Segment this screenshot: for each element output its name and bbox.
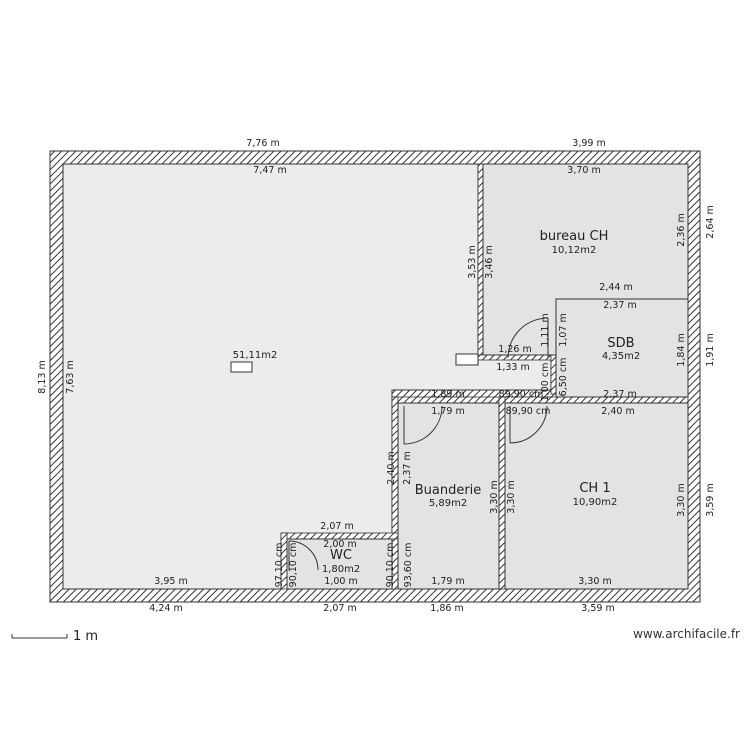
dim-door-top-b: 89,90 cm <box>506 406 551 417</box>
dim-wc-right-b: 93,60 cm <box>403 543 414 588</box>
dim-left-inner: 7,63 m <box>65 360 76 393</box>
door-bureau <box>507 317 549 359</box>
dim-buanderie-left-outer: 2,40 m <box>386 451 397 484</box>
dim-door-top-a: 89,90 cm <box>499 389 544 400</box>
door-ch1 <box>509 405 548 444</box>
dim-ch1-bottom: 3,30 m <box>578 576 611 587</box>
sdb-area-label: 4,35m2 <box>602 351 640 362</box>
watermark-text: www.archifacile.fr <box>633 627 740 641</box>
dim-sdb-bottom: 2,37 m <box>603 389 636 400</box>
dim-right-inner-bot: 3,30 m <box>676 483 687 516</box>
dim-bottom-3: 1,86 m <box>430 603 463 614</box>
ch1-name-label: CH 1 <box>579 481 610 496</box>
dim-bottom-2: 2,07 m <box>323 603 356 614</box>
dim-buanderie-left-inner: 2,37 m <box>402 451 413 484</box>
sdb-name-label: SDB <box>607 336 634 351</box>
door-buanderie <box>403 405 443 445</box>
ch1-area-label: 10,90m2 <box>573 497 618 508</box>
bureau-name-label: bureau CH <box>540 229 609 244</box>
bureau-area-label: 10,12m2 <box>552 245 597 256</box>
sdb-floor <box>555 298 689 398</box>
wc-area-label: 1,80m2 <box>322 564 360 575</box>
dim-right-outer-bot: 3,59 m <box>705 483 716 516</box>
dim-top-outer-left: 7,76 m <box>246 138 279 149</box>
fixture-main <box>230 361 253 373</box>
buanderie-name-label: Buanderie <box>415 483 482 498</box>
dim-right-outer-top: 2,64 m <box>705 205 716 238</box>
dim-sdb-top-inner: 2,37 m <box>603 300 636 311</box>
dim-wc-left-a: 97,10 cm <box>274 543 285 588</box>
dim-bottom-1: 4,24 m <box>149 603 182 614</box>
scale-bar <box>11 634 68 639</box>
dim-door-sdb: 1,00 cm <box>540 363 551 402</box>
dim-top-outer-right: 3,99 m <box>572 138 605 149</box>
fixture-bureau <box>455 353 479 366</box>
dim-sdb-left-a: 1,11 m <box>540 313 551 346</box>
dim-bottom-4: 3,59 m <box>581 603 614 614</box>
dim-ch1-left-b: 3,30 m <box>506 480 517 513</box>
dim-wc-top-inner: 2,00 m <box>323 539 356 550</box>
dim-sdb-top-outer: 2,44 m <box>599 282 632 293</box>
buanderie-area-label: 5,89m2 <box>429 498 467 509</box>
dim-bureau-left-outer: 3,53 m <box>467 245 478 278</box>
dim-right-inner-mid: 1,84 m <box>676 333 687 366</box>
dim-main-bottom: 3,95 m <box>154 576 187 587</box>
dim-door-bureau: 6,50 cm <box>558 358 569 397</box>
wall-bureau-left <box>477 163 484 358</box>
dim-ch1-top: 2,40 m <box>601 406 634 417</box>
dim-buanderie-bottom: 1,79 m <box>431 576 464 587</box>
dim-top-inner-right: 3,70 m <box>567 165 600 176</box>
dim-top-inner-left: 7,47 m <box>253 165 286 176</box>
door-wc <box>288 540 319 571</box>
wc-floor <box>286 538 393 590</box>
buanderie-floor <box>397 402 500 590</box>
dim-buanderie-top-outer: 1,89 m <box>431 389 464 400</box>
dim-left-outer: 8,13 m <box>37 360 48 393</box>
dim-wc-right-a: 90,10 cm <box>385 543 396 588</box>
dim-sdb-left-b: 1,07 m <box>558 313 569 346</box>
scale-label: 1 m <box>73 629 98 644</box>
dim-right-outer-mid: 1,91 m <box>705 333 716 366</box>
dim-bureau-bottom: 1,26 m <box>498 344 531 355</box>
ch1-floor <box>504 402 689 590</box>
dim-wc-bottom: 1,00 m <box>324 576 357 587</box>
dim-right-inner-top: 2,36 m <box>676 213 687 246</box>
dim-bureau-bottom-outer: 1,33 m <box>496 362 529 373</box>
dim-ch1-left-a: 3,30 m <box>489 480 500 513</box>
wall-bureau-bottom <box>477 354 552 361</box>
dim-wc-top-outer: 2,07 m <box>320 521 353 532</box>
dim-wc-left-b: 90,10 cm <box>288 543 299 588</box>
main-area-label: 51,11m2 <box>233 350 278 361</box>
dim-buanderie-top-inner: 1,79 m <box>431 406 464 417</box>
wc-name-label: WC <box>330 548 352 563</box>
dim-bureau-left-inner: 3,46 m <box>484 245 495 278</box>
